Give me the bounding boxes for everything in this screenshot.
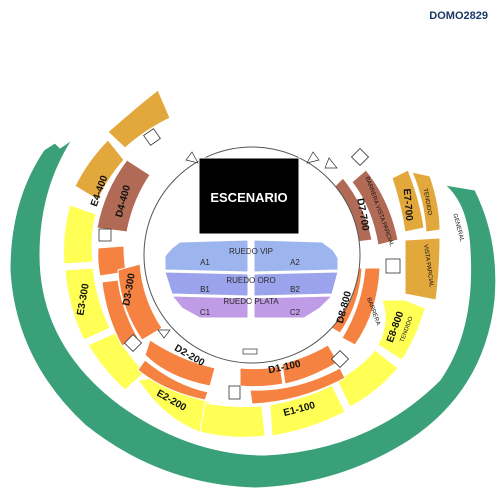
section-tendido-right[interactable] [411,171,441,233]
section-d3-300[interactable] [117,263,163,341]
label-tendido-right: TENDIDO [422,188,433,216]
stage[interactable] [198,157,300,235]
gate-marker [157,329,171,339]
ruedo-plata[interactable] [170,295,334,319]
access-marker [228,385,241,400]
ruedo-c1-label: C1 [200,308,211,317]
venue-code: DOMO2829 [429,10,488,22]
gate-marker [306,151,320,164]
ruedo-c2-label: C2 [290,308,301,317]
section-barrera-bottom-mid[interactable] [239,365,284,388]
ruedo-oro[interactable] [164,271,339,297]
section-barrera-right[interactable] [341,267,381,346]
access-marker [330,349,350,369]
ruedo-vip-label: RUEDO VIP [229,247,273,256]
section-vista-parcial[interactable] [404,237,441,301]
ruedo-b2-label: B2 [290,285,300,294]
section-e7-700[interactable] [391,169,425,233]
section-e3-300[interactable] [64,267,111,341]
stage-label: ESCENARIO [210,190,287,205]
gate-marker [185,151,199,164]
access-marker [143,128,161,146]
ruedo-a2-label: A2 [290,258,300,267]
access-marker [98,228,112,242]
section-barrera-left-bottom[interactable] [137,359,209,401]
section-barrera-bottom-right[interactable] [249,367,346,405]
ruedo-a1-label: A1 [200,258,210,267]
section-general[interactable] [9,139,497,489]
access-marker [350,147,370,167]
gate-marker [324,157,338,169]
section-yellow-right-lower[interactable] [336,349,399,408]
section-barrera-vista-parcial[interactable] [351,169,399,246]
section-yellow-bottom[interactable] [199,402,266,438]
section-tendido-left[interactable] [107,89,171,149]
label-general: GENERAL [451,213,464,243]
access-marker [123,333,143,353]
section-e4-400[interactable] [74,139,125,201]
gate-marker [242,348,258,355]
ruedo-vip[interactable] [164,239,339,273]
label-e7-700: E7-700 [401,188,415,222]
access-marker [385,258,401,274]
section-d2-200[interactable] [144,339,216,387]
section-d4-400[interactable] [96,159,151,233]
section-e8-800[interactable] [377,299,426,361]
section-e1-100[interactable] [269,384,346,437]
section-yellow-left-upper[interactable] [63,204,97,265]
ruedo-b1-label: B1 [200,285,210,294]
